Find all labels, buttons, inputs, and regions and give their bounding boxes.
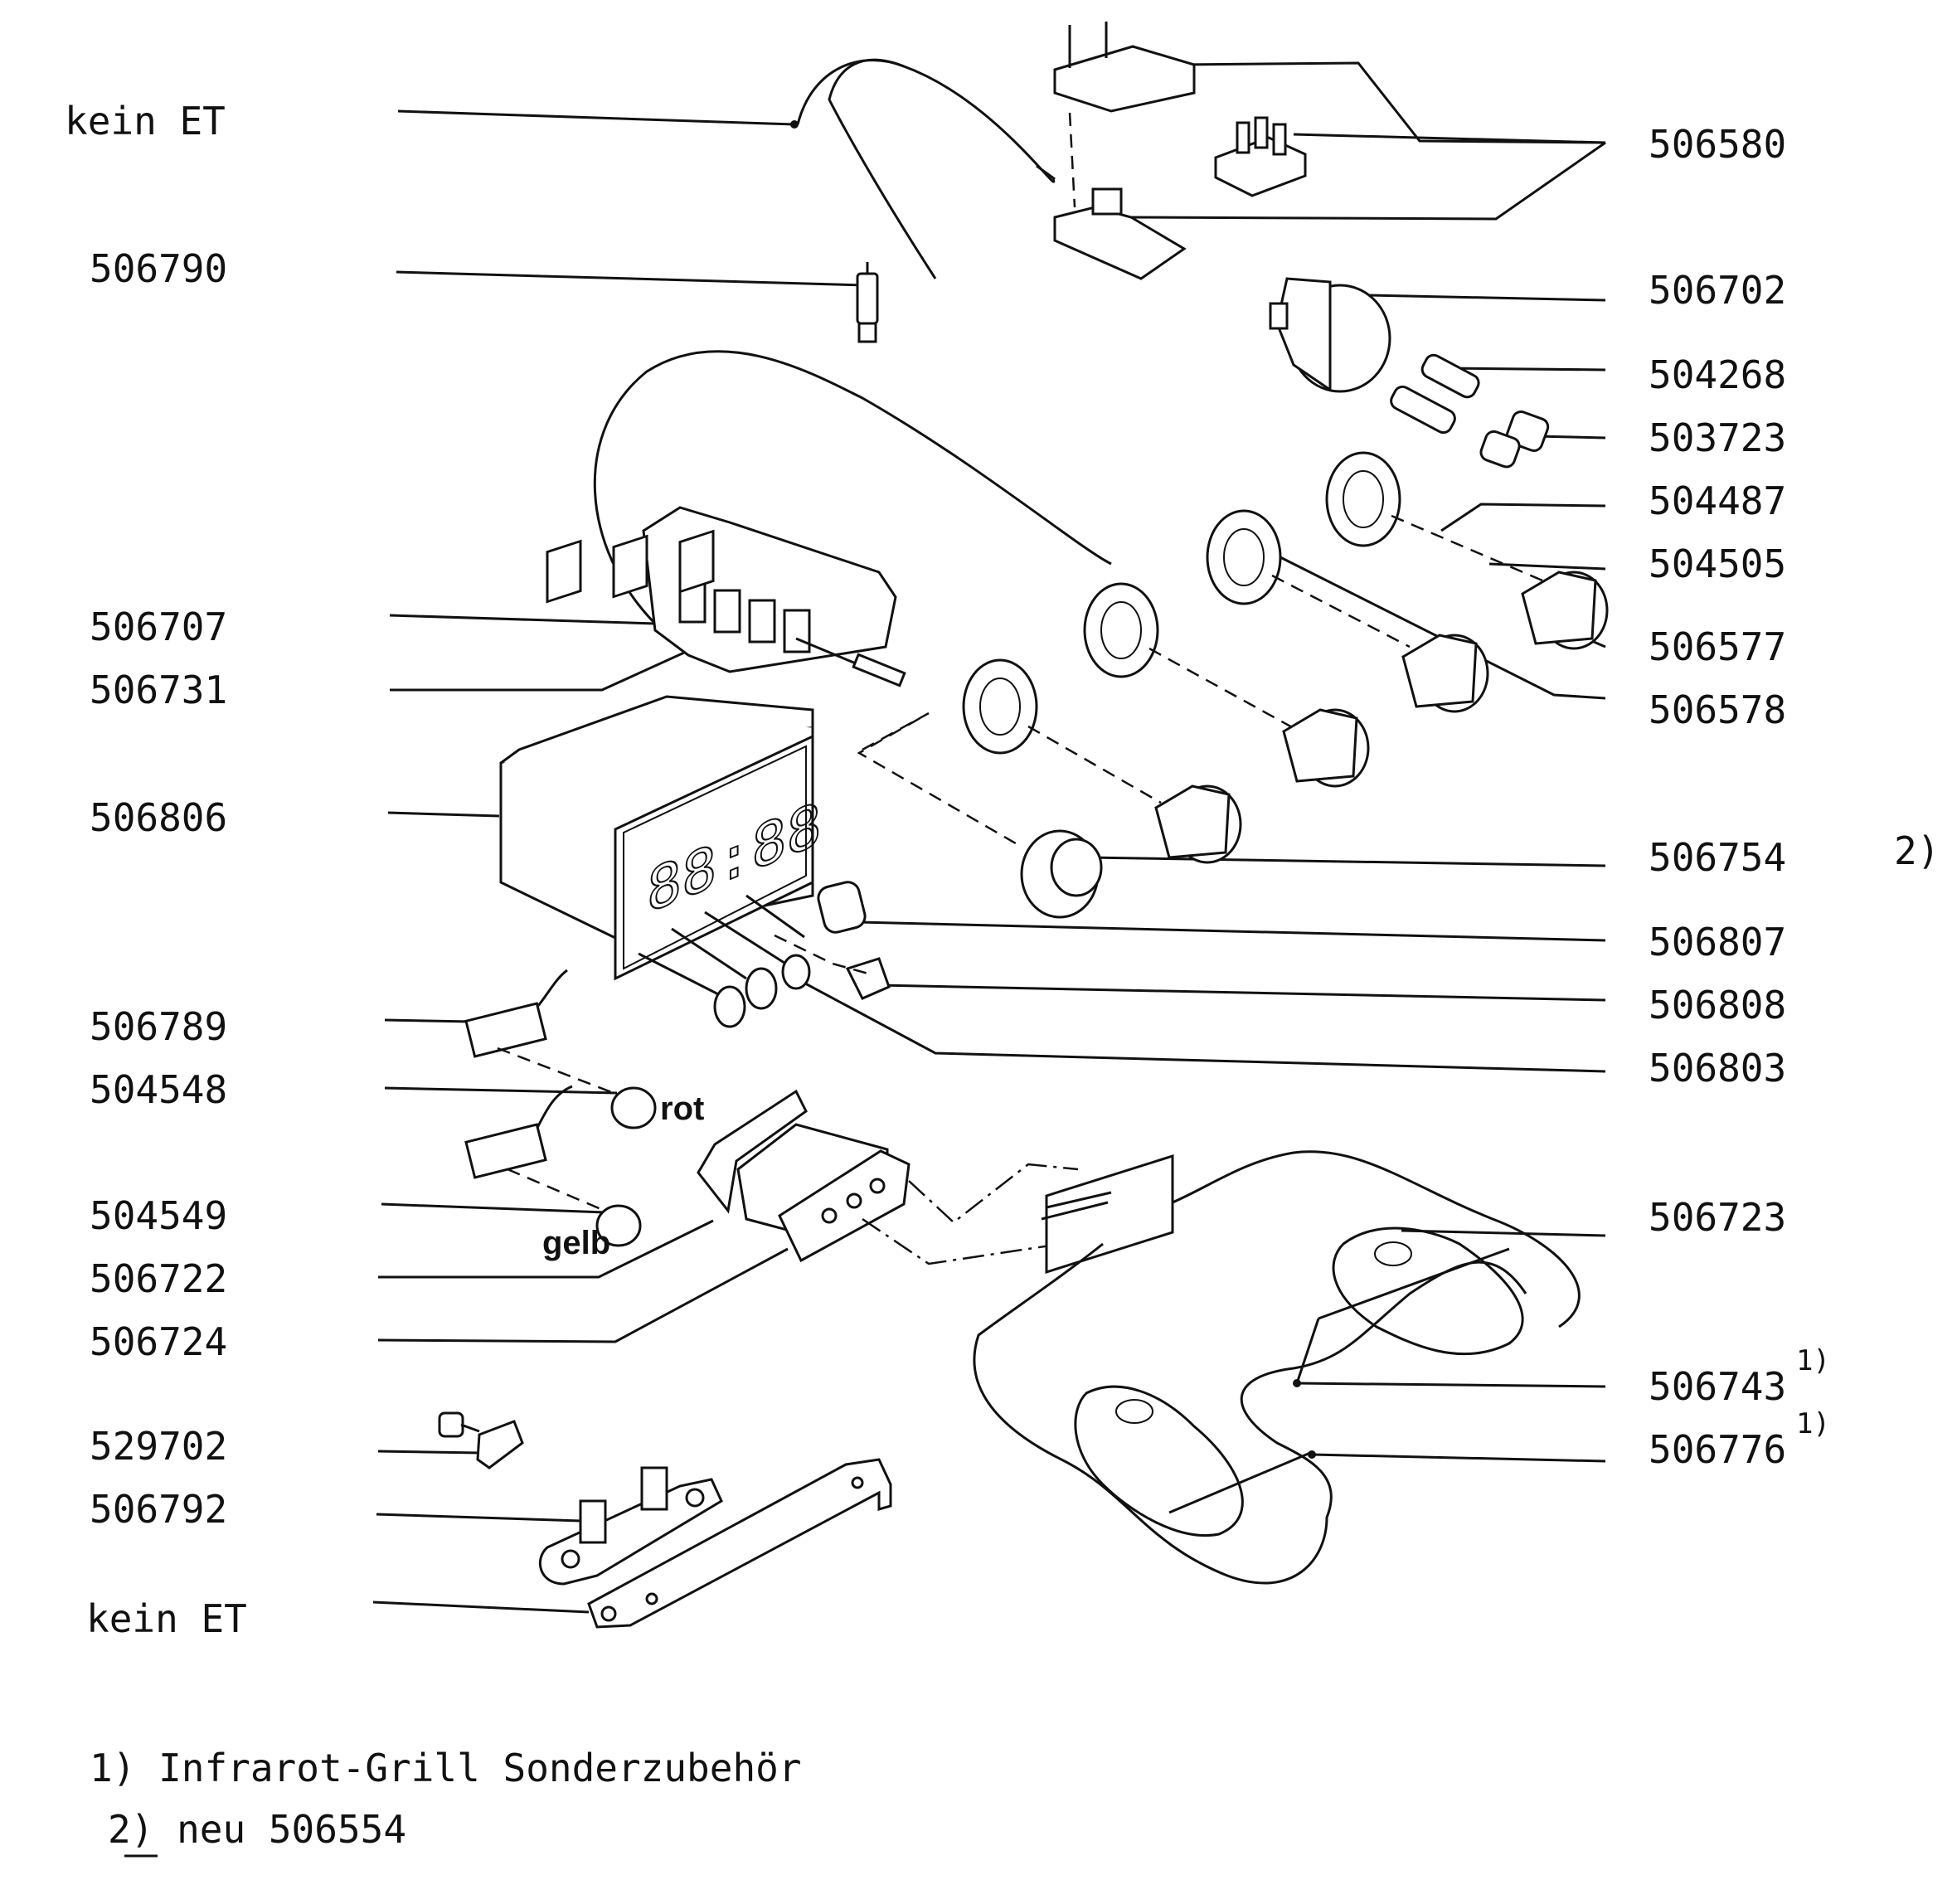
label-506743: 506743 bbox=[1649, 1364, 1786, 1409]
label-506790: 506790 bbox=[90, 246, 227, 291]
color-rot: rot bbox=[660, 1090, 704, 1127]
label-506702: 506702 bbox=[1649, 268, 1786, 313]
footnote-mark-1b: 1) bbox=[1796, 1407, 1830, 1440]
switch-block-506707 bbox=[593, 350, 1112, 687]
label-504487: 504487 bbox=[1649, 478, 1786, 523]
plug-506790 bbox=[856, 262, 879, 343]
label-506776: 506776 bbox=[1649, 1427, 1786, 1472]
fuses-504268 bbox=[1390, 353, 1480, 435]
label-506792: 506792 bbox=[90, 1487, 227, 1532]
switch-506580 bbox=[1053, 22, 1307, 280]
lamp-504549: gelb bbox=[542, 1204, 642, 1261]
label-506577: 506577 bbox=[1649, 624, 1786, 669]
heating-element-506723 bbox=[973, 1150, 1581, 1585]
leader-lines bbox=[372, 61, 1606, 1614]
note-neu-506554: 2) neu 506554 bbox=[108, 1807, 406, 1852]
label-506707: 506707 bbox=[90, 605, 227, 649]
label-504548: 504548 bbox=[90, 1067, 227, 1112]
color-gelb: gelb bbox=[542, 1225, 610, 1261]
capillary-sensor-top bbox=[790, 58, 1056, 279]
label-504549: 504549 bbox=[90, 1193, 227, 1238]
control-knob-2 bbox=[1206, 509, 1489, 713]
label-506803: 506803 bbox=[1649, 1046, 1786, 1090]
label-kein-et-bottom: kein ET bbox=[86, 1596, 247, 1641]
label-506578: 506578 bbox=[1649, 687, 1786, 732]
label-506731: 506731 bbox=[90, 668, 227, 712]
thermostat-506702 bbox=[1269, 277, 1391, 393]
label-506807: 506807 bbox=[1649, 920, 1786, 964]
lamp-holder-506789 bbox=[464, 969, 614, 1095]
label-kein-et-top: kein ET bbox=[65, 99, 226, 143]
strap-bottom bbox=[587, 1458, 892, 1629]
lamp-504548: rot bbox=[610, 1086, 704, 1129]
label-506723: 506723 bbox=[1649, 1195, 1786, 1240]
label-506808: 506808 bbox=[1649, 983, 1786, 1027]
terminal-block-506722 bbox=[697, 1089, 1079, 1265]
label-504268: 504268 bbox=[1649, 352, 1786, 397]
control-knob-3 bbox=[1083, 582, 1370, 788]
screw-529702 bbox=[438, 1411, 524, 1469]
control-knob-4 bbox=[962, 658, 1242, 864]
label-503723: 503723 bbox=[1649, 415, 1786, 460]
label-504505: 504505 bbox=[1649, 542, 1786, 586]
label-506724: 506724 bbox=[90, 1319, 227, 1364]
label-506580: 506580 bbox=[1649, 122, 1786, 167]
label-506789: 506789 bbox=[90, 1004, 227, 1049]
label-529702: 529702 bbox=[90, 1424, 227, 1469]
fuse-caps-503723 bbox=[1479, 410, 1550, 469]
label-506806: 506806 bbox=[90, 795, 227, 840]
push-buttons bbox=[638, 881, 891, 1028]
footnote-mark-1a: 1) bbox=[1796, 1344, 1830, 1377]
bracket-506792 bbox=[538, 1466, 723, 1586]
label-506722: 506722 bbox=[90, 1256, 227, 1301]
control-knob-1 bbox=[1325, 451, 1609, 650]
footnote-mark-2: 2) bbox=[1894, 828, 1940, 873]
label-506754: 506754 bbox=[1649, 835, 1786, 880]
note-infrarot-grill: 1) Infrarot-Grill Sonderzubehör bbox=[90, 1746, 802, 1790]
control-knob-506754 bbox=[857, 712, 1103, 919]
lamp-holder-2 bbox=[464, 1085, 609, 1214]
